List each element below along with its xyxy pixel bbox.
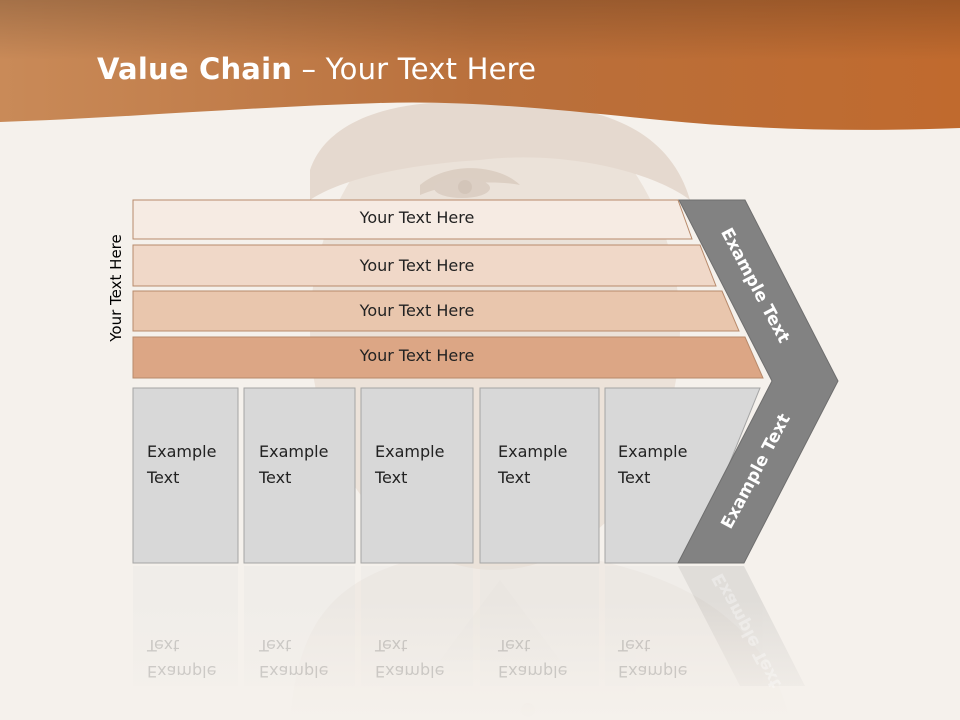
column-5-text: Example Text — [618, 439, 718, 491]
band-4 — [132, 336, 764, 379]
column-2 — [243, 387, 356, 564]
column-5-line2: Text — [618, 468, 651, 487]
column-2-text: Example Text — [259, 439, 359, 491]
band-2-label: Your Text Here — [359, 256, 475, 275]
side-label: Your Text Here — [107, 234, 125, 342]
band-4-label: Your Text Here — [359, 346, 475, 365]
slide-title: Value Chain – Your Text Here — [97, 52, 536, 86]
column-1-line2: Text — [147, 468, 180, 487]
band-1 — [132, 199, 693, 240]
column-3-reflection-line1: Example — [375, 662, 445, 681]
column-2-reflection-line2: Text — [259, 636, 292, 655]
column-2-line2: Text — [259, 468, 292, 487]
band-1-label: Your Text Here — [359, 208, 475, 227]
column-3-line1: Example — [375, 442, 445, 461]
title-bold: Value Chain — [97, 52, 293, 86]
band-3-label: Your Text Here — [359, 301, 475, 320]
column-1-reflection: Example Text — [147, 632, 247, 684]
column-3-line2: Text — [375, 468, 408, 487]
column-1-text: Example Text — [147, 439, 247, 491]
chevron-arrow — [677, 199, 839, 564]
column-2-line1: Example — [259, 442, 329, 461]
column-4-reflection: Example Text — [498, 632, 598, 684]
column-1-line1: Example — [147, 442, 217, 461]
column-1-reflection-line2: Text — [147, 636, 180, 655]
column-4-reflection-line1: Example — [498, 662, 568, 681]
column-4 — [479, 387, 600, 564]
column-4-text: Example Text — [498, 439, 598, 491]
column-2-reflection: Example Text — [259, 632, 359, 684]
column-5-reflection-line1: Example — [618, 662, 688, 681]
column-4-line1: Example — [498, 442, 568, 461]
band-3 — [132, 290, 740, 332]
column-3 — [360, 387, 474, 564]
column-3-text: Example Text — [375, 439, 475, 491]
band-2 — [132, 244, 717, 287]
column-4-reflection-line2: Text — [498, 636, 531, 655]
column-1 — [132, 387, 239, 564]
column-5-reflection: Example Text — [618, 632, 718, 684]
column-2-reflection-line1: Example — [259, 662, 329, 681]
title-rest: – Your Text Here — [292, 52, 537, 86]
column-3-reflection-line2: Text — [375, 636, 408, 655]
column-4-line2: Text — [498, 468, 531, 487]
column-5-reflection-line2: Text — [618, 636, 651, 655]
column-5-line1: Example — [618, 442, 688, 461]
column-3-reflection: Example Text — [375, 632, 475, 684]
column-1-reflection-line1: Example — [147, 662, 217, 681]
